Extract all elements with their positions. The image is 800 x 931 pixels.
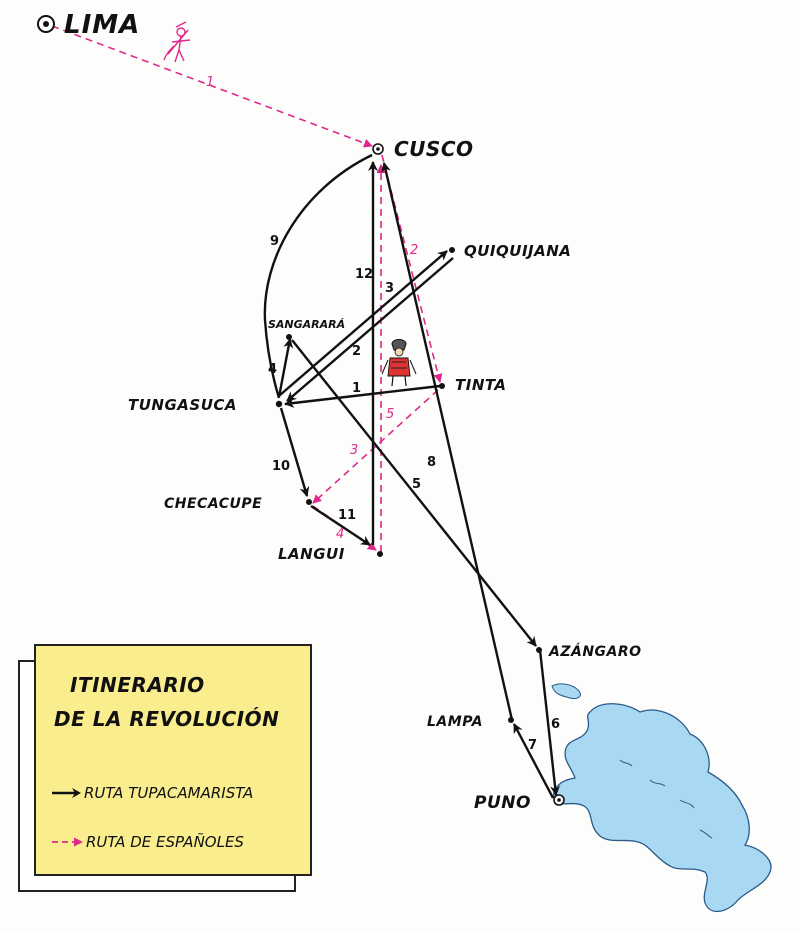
lake-inner-detail xyxy=(619,759,713,839)
azangaro-marker xyxy=(536,647,542,653)
lake-island xyxy=(551,683,581,699)
tupac-route-segment-11 xyxy=(310,504,371,547)
tupac-num-7: 7 xyxy=(528,738,537,753)
legend-row-tupac: RUTA TUPACAMARISTA xyxy=(50,782,253,804)
legend-label-tupac: RUTA TUPACAMARISTA xyxy=(84,784,254,802)
tupac-route xyxy=(263,153,560,799)
city-label-sangarara: SANGARARÁ xyxy=(268,318,345,331)
tupac-route-segment-1 xyxy=(284,384,441,408)
spanish-route xyxy=(51,25,443,552)
tupac-num-10: 10 xyxy=(272,459,290,474)
tungasuca-marker xyxy=(275,400,283,408)
tupac-num-2: 2 xyxy=(352,344,361,359)
tupac-route-segment-6 xyxy=(538,649,560,796)
spanish-num-4: 4 xyxy=(336,527,344,542)
spanish-soldier-figure-icon xyxy=(163,21,191,63)
tupac-amaru-figure-icon xyxy=(381,339,417,387)
legend-label-espanoles: RUTA DE ESPAÑOLES xyxy=(86,833,244,851)
spanish-route-segment-1 xyxy=(51,25,373,148)
legend-box: ITINERARIO DE LA REVOLUCIÓN RUTA TUPACAM… xyxy=(34,644,312,876)
quiquijana-marker xyxy=(449,247,455,253)
tupac-num-4: 4 xyxy=(268,362,277,377)
tupac-num-9: 9 xyxy=(270,234,279,249)
city-label-checacupe: CHECACUPE xyxy=(164,496,262,512)
tupac-route-segment-9 xyxy=(263,153,373,399)
tupac-num-8: 8 xyxy=(427,455,436,470)
tupac-num-12: 12 xyxy=(355,267,373,282)
tupac-route-segment-10 xyxy=(279,407,310,497)
legend-title: ITINERARIO DE LA REVOLUCIÓN xyxy=(54,668,279,736)
tupac-num-1: 1 xyxy=(352,381,361,396)
legend-title-line2: DE LA REVOLUCIÓN xyxy=(54,707,280,731)
black-arrow-icon xyxy=(52,788,81,798)
tupac-route-segment-8 xyxy=(381,162,514,721)
city-label-tungasuca: TUNGASUCA xyxy=(128,396,237,414)
tupac-num-11: 11 xyxy=(338,508,356,523)
tupac-route-segment-3 xyxy=(286,257,454,402)
city-label-cusco: CUSCO xyxy=(394,137,474,161)
sangarara-marker xyxy=(286,334,292,340)
tupac-route-segment-7 xyxy=(512,723,555,799)
legend-row-espanoles: RUTA DE ESPAÑOLES xyxy=(50,831,244,853)
city-label-lampa: LAMPA xyxy=(427,714,483,730)
tupac-route-segment-5 xyxy=(291,339,537,647)
city-markers xyxy=(37,15,565,806)
city-label-azangaro: AZÁNGARO xyxy=(548,643,642,660)
tupac-route-segment-4 xyxy=(277,338,294,398)
tupac-num-6: 6 xyxy=(551,717,560,732)
lampa-marker xyxy=(508,717,514,723)
spanish-num-3: 3 xyxy=(350,443,358,458)
city-label-lima: LIMA xyxy=(64,10,140,40)
tupac-num-5: 5 xyxy=(412,477,421,492)
spanish-num-1: 1 xyxy=(206,75,214,90)
pink-dashed-arrow-icon xyxy=(52,837,83,847)
lake-titicaca xyxy=(553,703,772,913)
spanish-num-2: 2 xyxy=(410,243,418,258)
city-label-langui: LANGUI xyxy=(278,545,345,563)
legend-title-line1: ITINERARIO xyxy=(70,673,205,697)
langui-marker xyxy=(377,551,383,557)
checacupe-marker xyxy=(306,499,312,505)
city-label-quiquijana: QUIQUIJANA xyxy=(464,242,571,260)
spanish-num-5: 5 xyxy=(386,407,394,422)
city-label-tinta: TINTA xyxy=(455,376,507,394)
tupac-route-segment-2 xyxy=(279,250,448,396)
tinta-marker xyxy=(439,383,445,389)
tupac-num-3: 3 xyxy=(385,281,394,296)
city-label-puno: PUNO xyxy=(474,793,531,813)
